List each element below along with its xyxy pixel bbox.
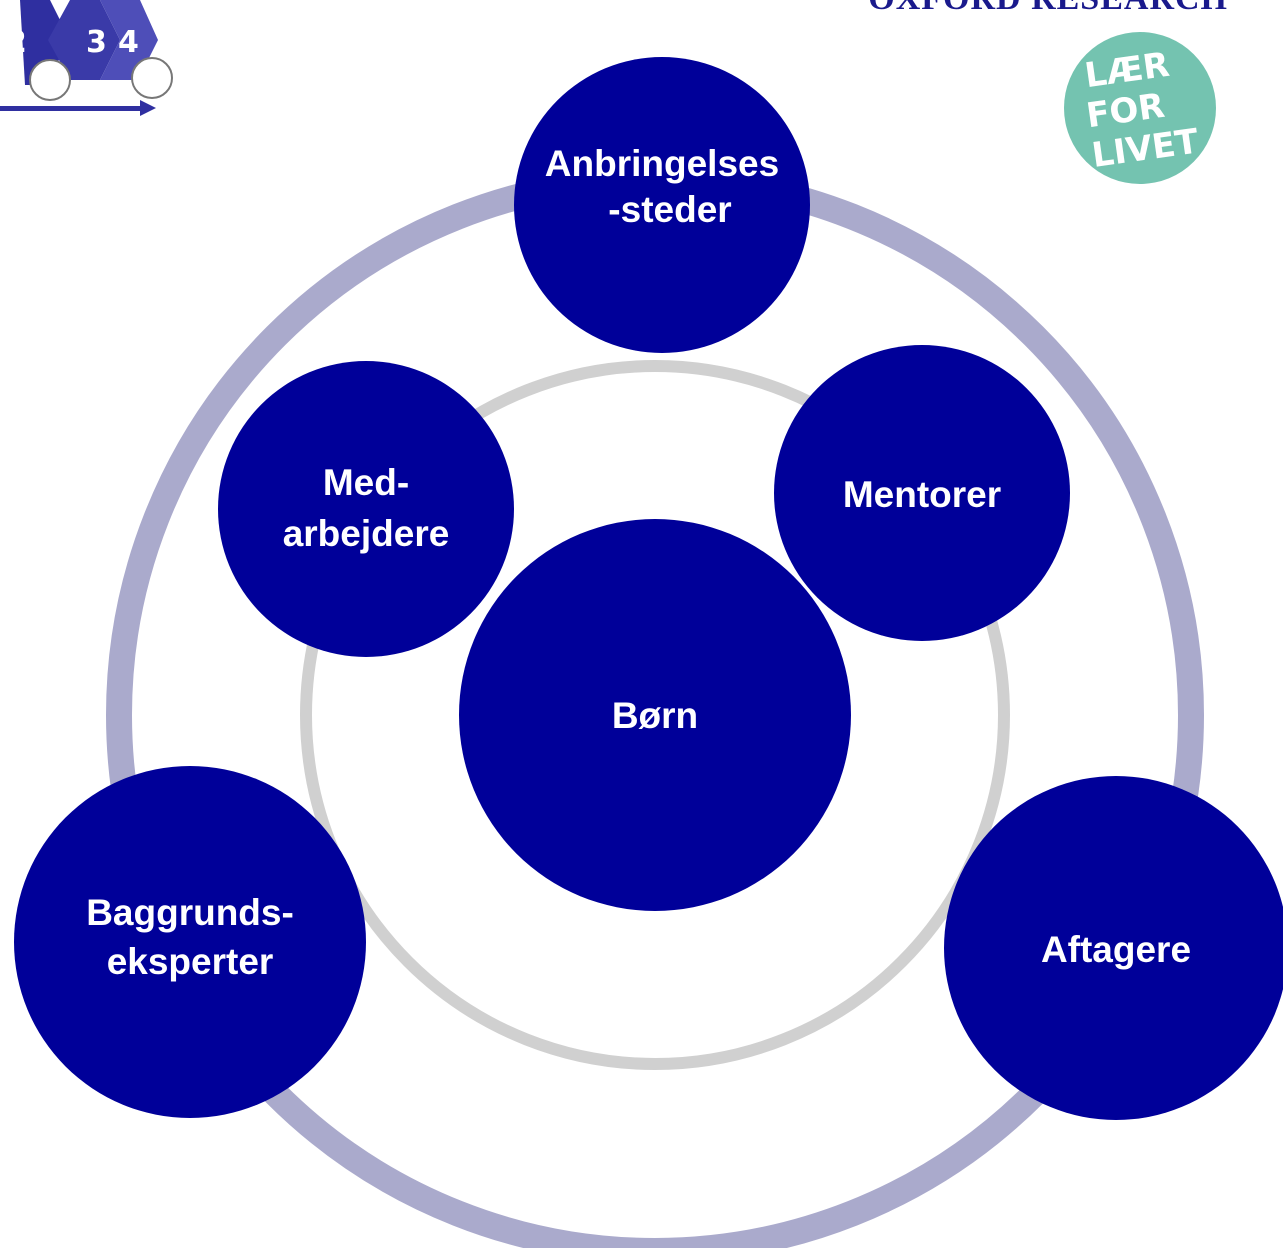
brand-text: OXFORD RESEARCH: [868, 0, 1228, 18]
node-label: eksperter: [107, 941, 274, 982]
inner-ring: [300, 360, 1010, 1070]
node-label: Mentorer: [843, 474, 1001, 515]
laer-for-livet-logo: LÆR FOR LIVET: [1064, 32, 1216, 184]
gauge-icon: [131, 57, 173, 99]
node-label: Baggrunds-: [86, 892, 294, 933]
node-anbringelsessteder: Anbringelses -steder: [514, 57, 810, 353]
node-label: Anbringelses: [545, 143, 779, 184]
node-label: arbejdere: [283, 513, 450, 554]
node-medarbejdere: Med- arbejdere: [218, 361, 514, 657]
node-label: -steder: [608, 189, 731, 230]
node-baggrundseksperter: Baggrunds- eksperter: [14, 766, 366, 1118]
node-mentorer: Mentorer: [774, 345, 1070, 641]
step-digit-4: 4: [118, 25, 139, 60]
node-label: Aftagere: [1041, 929, 1191, 970]
step-digit-2: 2: [6, 25, 27, 60]
steps-logo: 2 3 4: [0, 0, 173, 116]
arrow-icon: [140, 100, 156, 116]
gauge-icon: [29, 59, 71, 101]
node-center-born: Børn: [459, 519, 851, 911]
node-label: Med-: [323, 462, 409, 503]
step-digit-3: 3: [86, 25, 107, 60]
node-label: Børn: [612, 695, 698, 736]
node-aftagere: Aftagere: [944, 776, 1283, 1120]
